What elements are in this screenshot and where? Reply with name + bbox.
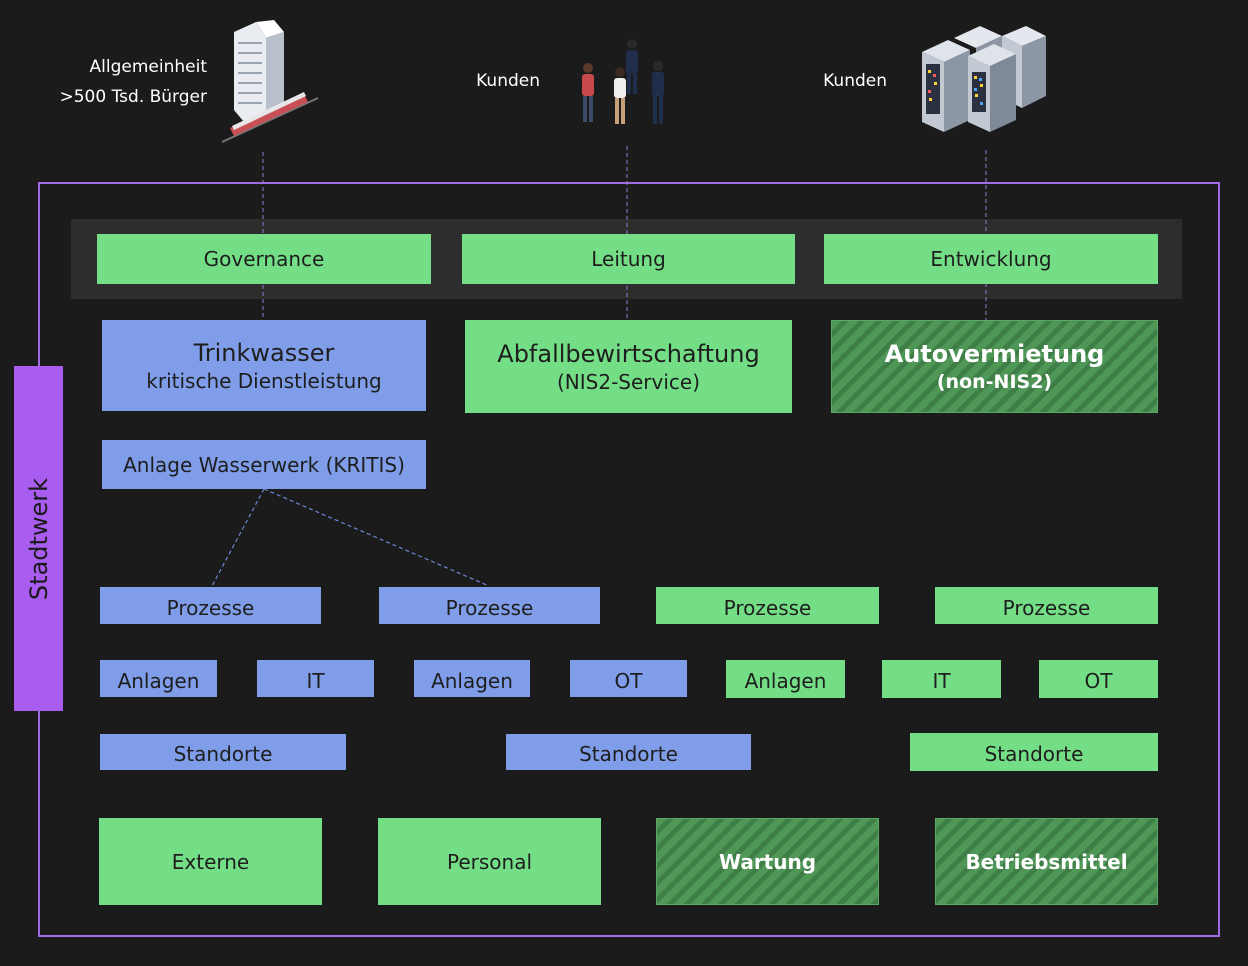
asset-box: Anlagen	[100, 660, 217, 697]
resource-externe: Externe	[99, 818, 322, 905]
asset-box: OT	[1039, 660, 1158, 698]
asset-box: Anlagen	[414, 660, 530, 697]
leitung-box: Leitung	[462, 234, 795, 284]
resource-personal: Personal	[378, 818, 601, 905]
public-line2: >500 Tsd. Bürger	[59, 87, 208, 107]
customers-servers-label: Kunden	[823, 71, 887, 91]
asset-box: IT	[257, 660, 374, 697]
stadtwerk-text: Stadtwerk	[24, 477, 53, 600]
trinkwasser-subtitle: kritische Dienstleistung	[146, 368, 382, 393]
entwicklung-box: Entwicklung	[824, 234, 1158, 284]
stadtwerk-label: Stadtwerk	[14, 366, 63, 711]
site-box: Standorte	[100, 734, 346, 770]
trinkwasser-title: Trinkwasser	[193, 338, 335, 367]
service-trinkwasser: Trinkwasser kritische Dienstleistung	[102, 320, 426, 411]
resource-wartung: Wartung	[656, 818, 879, 905]
autovermietung-title: Autovermietung	[884, 339, 1105, 368]
autovermietung-subtitle: (non-NIS2)	[936, 370, 1053, 393]
people-icon	[582, 39, 664, 124]
facility-wasserwerk: Anlage Wasserwerk (KRITIS)	[102, 440, 426, 489]
process-box: Prozesse	[656, 587, 879, 624]
service-autovermietung: Autovermietung (non-NIS2)	[831, 320, 1158, 413]
process-box: Prozesse	[100, 587, 321, 624]
process-box: Prozesse	[935, 587, 1158, 624]
asset-box: Anlagen	[726, 660, 845, 698]
city-building-icon	[221, 20, 319, 143]
public-stakeholder-label: Allgemeinheit >500 Tsd. Bürger	[40, 52, 208, 112]
asset-box: OT	[570, 660, 687, 697]
server-rack-icon	[922, 26, 1046, 132]
customers-people-label: Kunden	[476, 71, 540, 91]
abfall-subtitle: (NIS2-Service)	[556, 369, 701, 394]
process-box: Prozesse	[379, 587, 600, 624]
service-abfall: Abfallbewirtschaftung (NIS2-Service)	[465, 320, 792, 413]
governance-box: Governance	[97, 234, 431, 284]
public-line1: Allgemeinheit	[89, 57, 207, 77]
asset-box: IT	[882, 660, 1001, 698]
resource-betriebsmittel: Betriebsmittel	[935, 818, 1158, 905]
site-box: Standorte	[910, 733, 1158, 771]
abfall-title: Abfallbewirtschaftung	[497, 339, 760, 368]
site-box: Standorte	[506, 734, 751, 770]
